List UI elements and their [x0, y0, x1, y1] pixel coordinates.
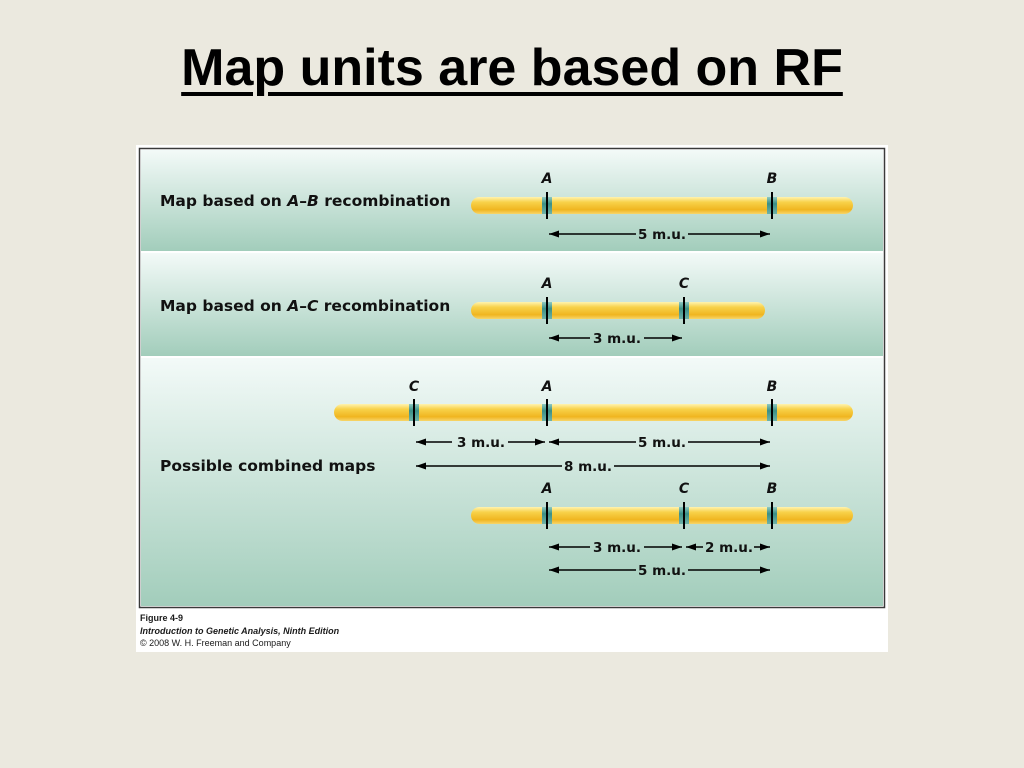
gene-label-a: A [541, 171, 553, 187]
distance-label-a-c: 3 m.u. [593, 540, 641, 556]
chromosome-bar [471, 302, 765, 319]
gene-label-c: C [679, 276, 690, 292]
gene-label-a: A [541, 481, 553, 497]
panel-label-a-c: Map based on A–C recombination [160, 297, 450, 315]
chromosome-bar [471, 507, 853, 524]
distance-label-a-b: 5 m.u. [638, 435, 686, 451]
distance-label-c-b: 8 m.u. [564, 459, 612, 475]
combined-map-2: A C B 3 m.u. 2 m.u. 5 m.u. [471, 481, 853, 579]
chromosome-bar [334, 404, 853, 421]
combined-map-1: C A B 3 m.u. 5 m.u. 8 m.u. [334, 379, 853, 475]
copyright-notice: © 2008 W. H. Freeman and Company [140, 638, 291, 648]
chromosome-bar [471, 197, 853, 214]
gene-label-b: B [767, 171, 778, 187]
figure-number: Figure 4-9 [140, 613, 184, 623]
gene-label-a: A [541, 276, 553, 292]
gene-label-b: B [767, 379, 778, 395]
panel-label-combined: Possible combined maps [160, 457, 375, 475]
gene-label-b: B [767, 481, 778, 497]
panel-possible-combined-maps: Possible combined maps C A B 3 m.u. [141, 358, 883, 606]
distance-label-a-b: 5 m.u. [638, 227, 686, 243]
panel-a-b-recombination: Map based on A–B recombination A B 5 m.u… [141, 150, 883, 251]
slide-title: Map units are based on RF [181, 39, 843, 97]
distance-label-a-c: 3 m.u. [593, 331, 641, 347]
genetic-map-figure: Map based on A–B recombination A B 5 m.u… [136, 145, 888, 652]
gene-label-c: C [679, 481, 690, 497]
gene-label-a: A [541, 379, 553, 395]
figure-caption: Figure 4-9 Introduction to Genetic Analy… [140, 612, 339, 650]
book-title: Introduction to Genetic Analysis, Ninth … [140, 625, 340, 636]
panel-a-c-recombination: Map based on A–C recombination A C 3 m.u… [141, 253, 883, 356]
distance-label-c-b: 2 m.u. [705, 540, 753, 556]
gene-label-c: C [409, 379, 420, 395]
distance-label-c-a: 3 m.u. [457, 435, 505, 451]
panel-label-a-b: Map based on A–B recombination [160, 192, 451, 210]
distance-label-a-b: 5 m.u. [638, 563, 686, 579]
